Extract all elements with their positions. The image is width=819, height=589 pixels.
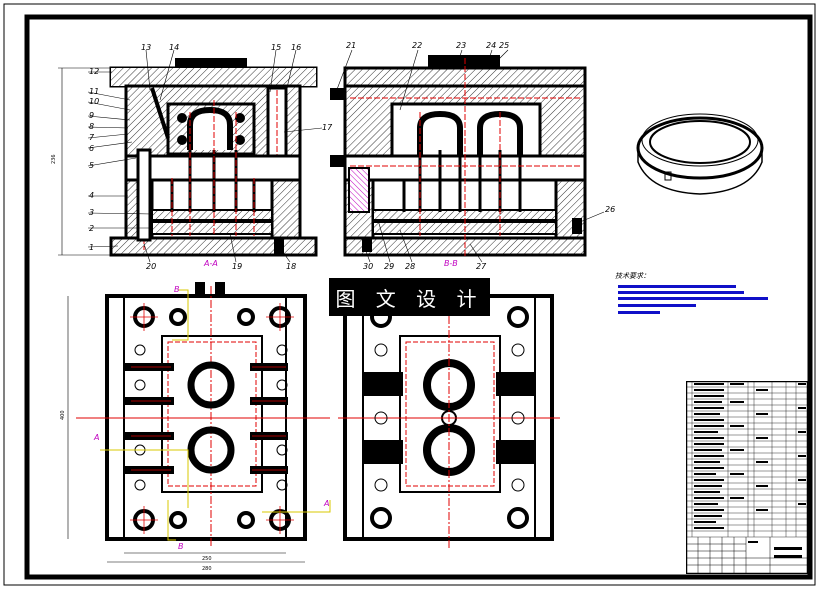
section-label-a: A-A: [203, 259, 218, 268]
section-view-a: 2 3 6: [51, 58, 318, 257]
callout-27: 27: [476, 262, 487, 271]
note-line-1: [618, 285, 736, 288]
view-mark-a-left: A: [93, 433, 99, 442]
callout-16: 16: [291, 43, 301, 52]
plan-view-moving-half: 400 250 280: [60, 282, 331, 572]
design-banner: 图 文 设 计: [329, 278, 490, 316]
parts-list-title-block: [686, 381, 808, 574]
note-line-5: [618, 311, 660, 314]
part-isometric-ring: [636, 113, 764, 195]
view-mark-b-top: B: [174, 285, 180, 294]
section-label-b: B-B: [444, 259, 458, 268]
note-line-3: [618, 297, 768, 300]
callout-24: 24: [486, 41, 496, 50]
callout-12: 12: [89, 67, 99, 76]
callout-5: 5: [89, 161, 94, 170]
callout-22: 22: [412, 41, 422, 50]
callout-19: 19: [232, 262, 242, 271]
callout-9: 9: [89, 111, 94, 120]
view-mark-b-bottom: B: [178, 542, 184, 551]
callout-4: 4: [89, 191, 94, 200]
callout-10: 10: [89, 97, 99, 106]
callout-28: 28: [405, 262, 415, 271]
callouts: [87, 49, 605, 263]
callout-11: 11: [89, 87, 99, 96]
callout-labels: 1 2 3 4 5 6 7 8 9 10 11 12 13 14 15 16 1…: [89, 41, 615, 551]
callout-23: 23: [456, 41, 466, 50]
callout-26: 26: [605, 205, 615, 214]
technical-notes-title: 技术要求：: [615, 272, 650, 280]
note-line-2: [618, 291, 744, 294]
callout-14: 14: [169, 43, 179, 52]
callout-1: 1: [89, 243, 94, 252]
svg-text:250: 250: [202, 556, 212, 562]
svg-text:236: 236: [51, 154, 57, 164]
callout-20: 20: [146, 262, 156, 271]
section-view-b: [330, 55, 587, 257]
callout-2: 2: [89, 224, 94, 233]
callout-6: 6: [89, 144, 94, 153]
callout-25: 25: [499, 41, 509, 50]
svg-text:280: 280: [202, 566, 212, 572]
callout-15: 15: [271, 43, 281, 52]
callout-21: 21: [346, 41, 356, 50]
callout-13: 13: [141, 43, 151, 52]
outer-frame: [3, 3, 816, 586]
callout-3: 3: [89, 208, 94, 217]
callout-8: 8: [89, 122, 94, 131]
note-line-4: [618, 304, 696, 307]
inner-frame: [24, 14, 813, 580]
callout-18: 18: [286, 262, 296, 271]
callout-17: 17: [322, 123, 333, 132]
callout-7: 7: [89, 133, 95, 142]
plan-view-fixed-half: [338, 288, 560, 548]
callout-30: 30: [363, 262, 373, 271]
callout-29: 29: [384, 262, 394, 271]
view-mark-a-right: A: [323, 499, 329, 508]
svg-text:400: 400: [60, 410, 66, 420]
